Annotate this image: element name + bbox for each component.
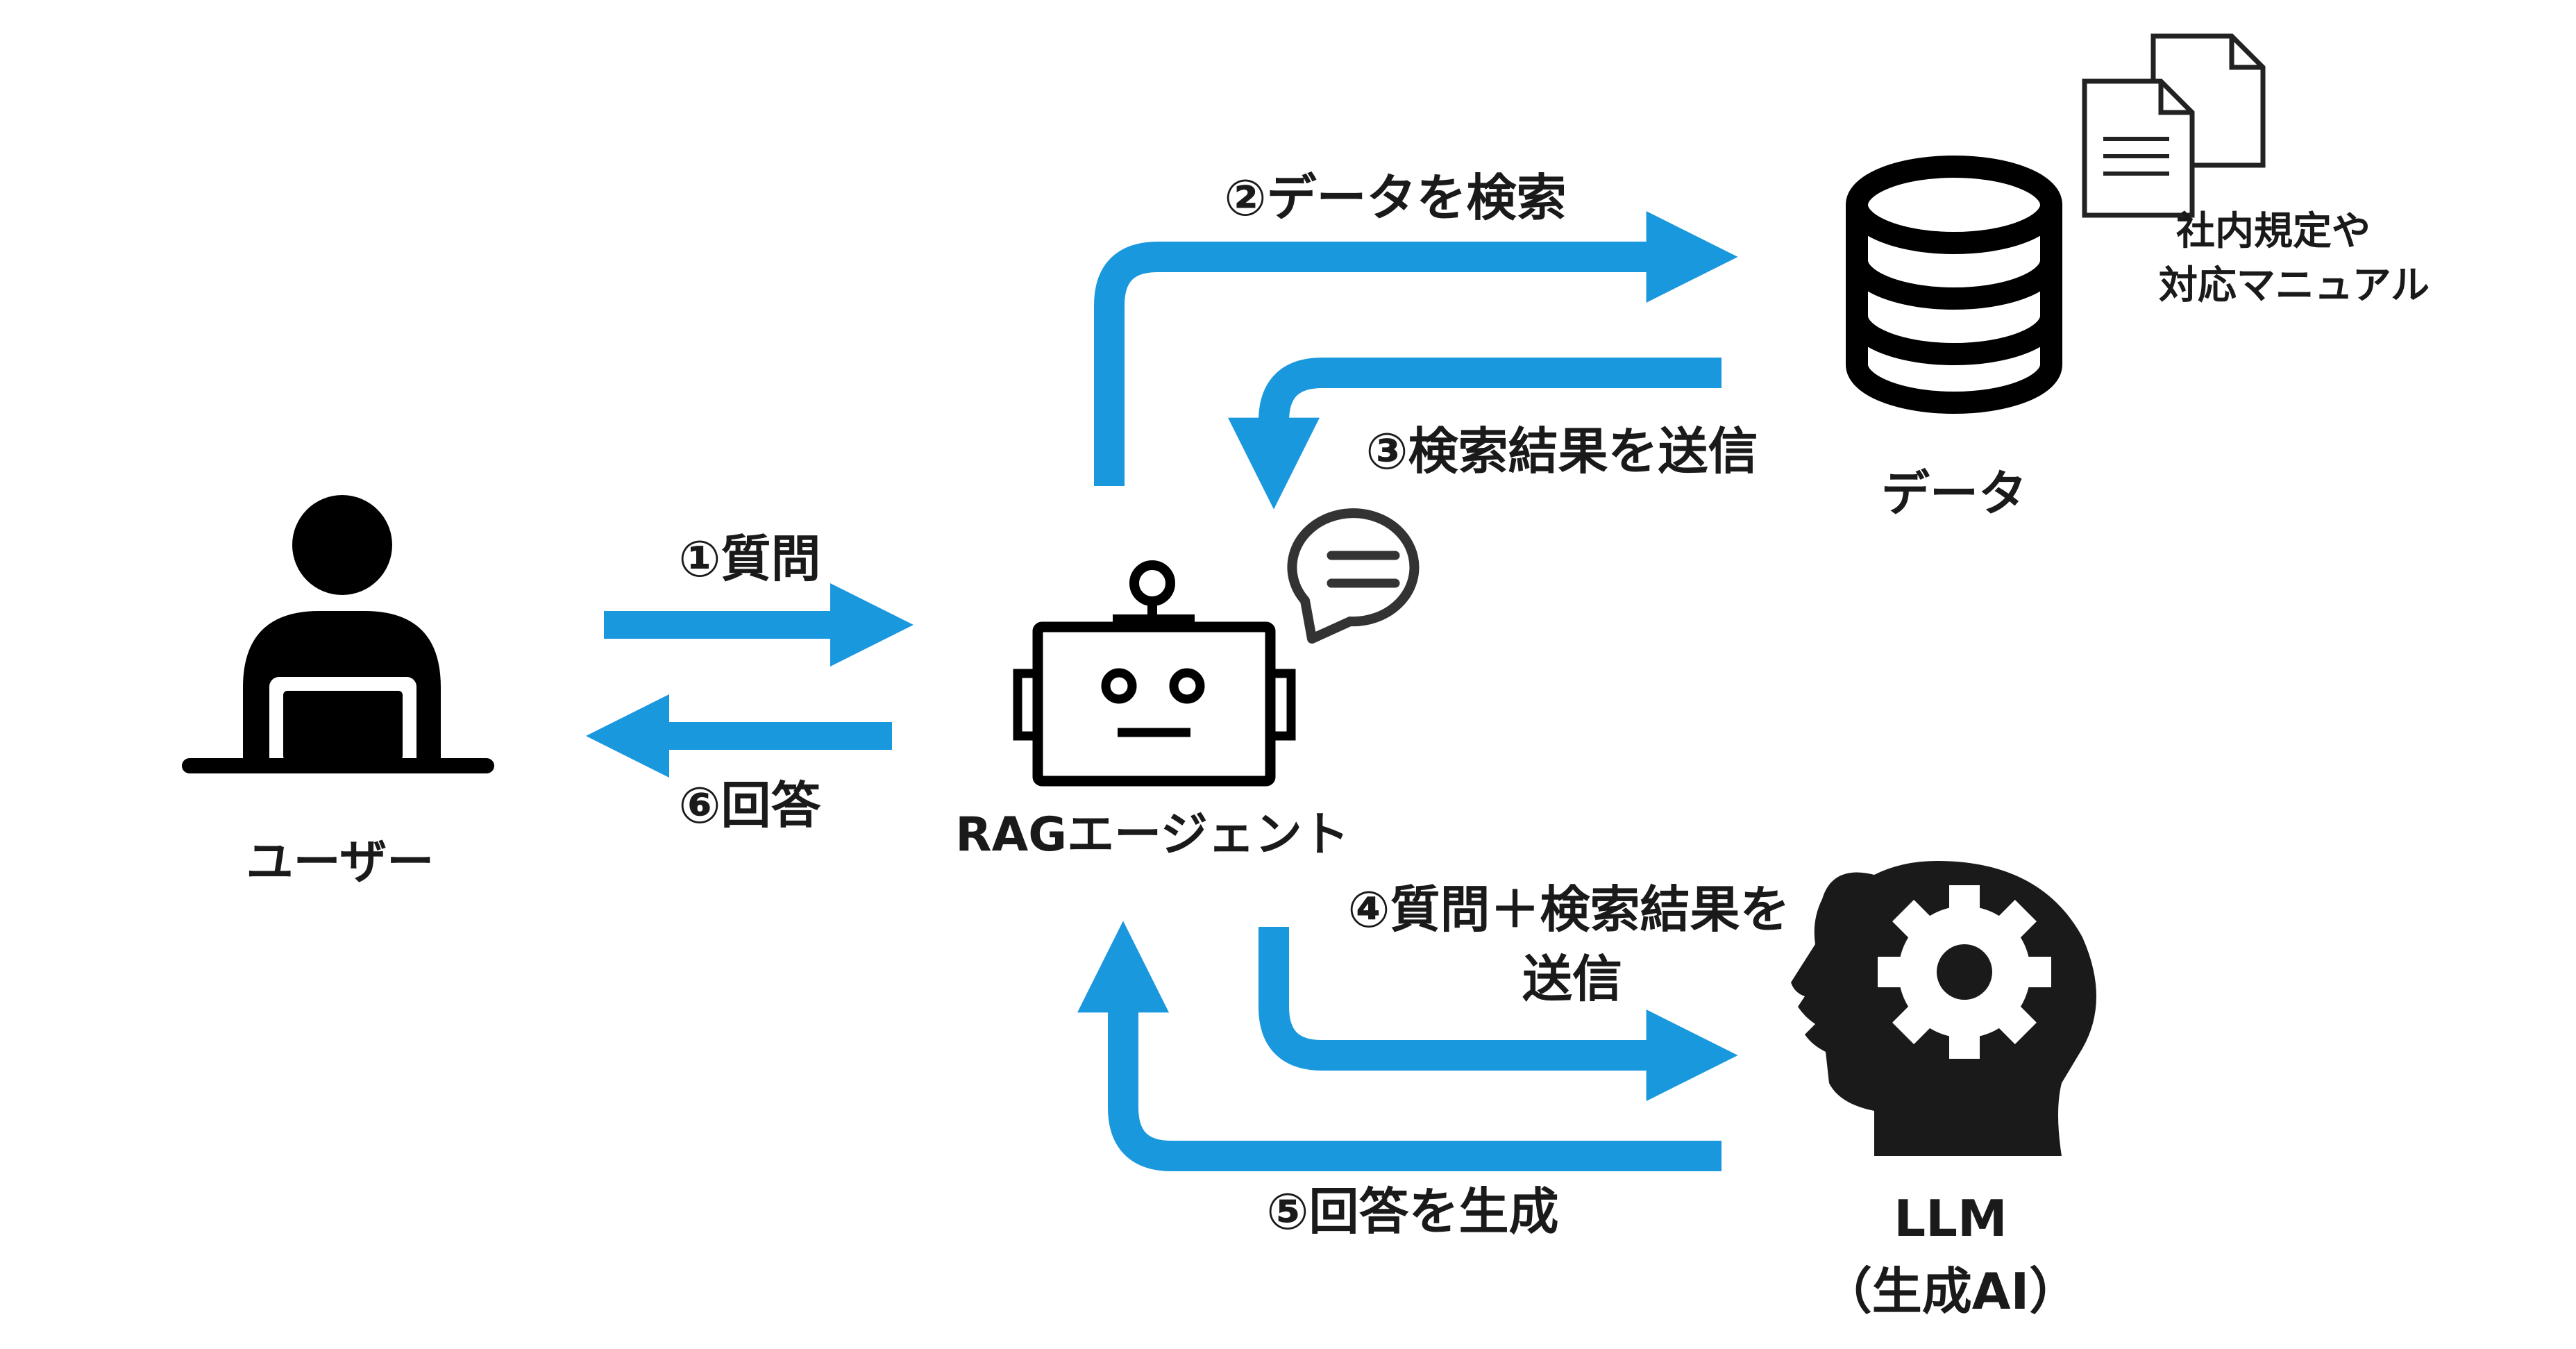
user-laptop-icon xyxy=(182,495,494,774)
arrow-search-results xyxy=(1228,358,1721,510)
arrow-search-data xyxy=(1094,211,1738,486)
step-2-label: ②データを検索 xyxy=(1224,169,1567,227)
data-caption-line2: 対応マニュアル xyxy=(2159,263,2430,308)
step-5-label: ⑤回答を生成 xyxy=(1267,1182,1559,1241)
user-label: ユーザー xyxy=(246,835,435,890)
head-gear-icon xyxy=(1791,861,2096,1156)
llm-label-line2: （生成AI） xyxy=(1822,1262,2080,1321)
database-icon xyxy=(1846,156,2062,414)
data-caption-line1: 社内規定や xyxy=(2176,209,2371,254)
step-3-label: ③検索結果を送信 xyxy=(1366,422,1758,480)
robot-icon xyxy=(1013,560,1296,787)
documents-icon xyxy=(2082,33,2266,218)
step-6-label: ⑥回答 xyxy=(679,776,822,835)
speech-bubble-icon xyxy=(1287,508,1420,644)
step-4-label-line2: 送信 xyxy=(1522,950,1622,1008)
data-label: データ xyxy=(1881,465,2027,522)
llm-label-line1: LLM xyxy=(1894,1189,2007,1248)
step-1-label: ①質問 xyxy=(679,530,821,588)
arrow-generate-answer xyxy=(1077,921,1721,1171)
step-4-label-line1: ④質問＋検索結果を xyxy=(1348,880,1790,939)
agent-label: RAGエージェント xyxy=(955,807,1349,862)
arrow-send-llm xyxy=(1258,927,1738,1101)
